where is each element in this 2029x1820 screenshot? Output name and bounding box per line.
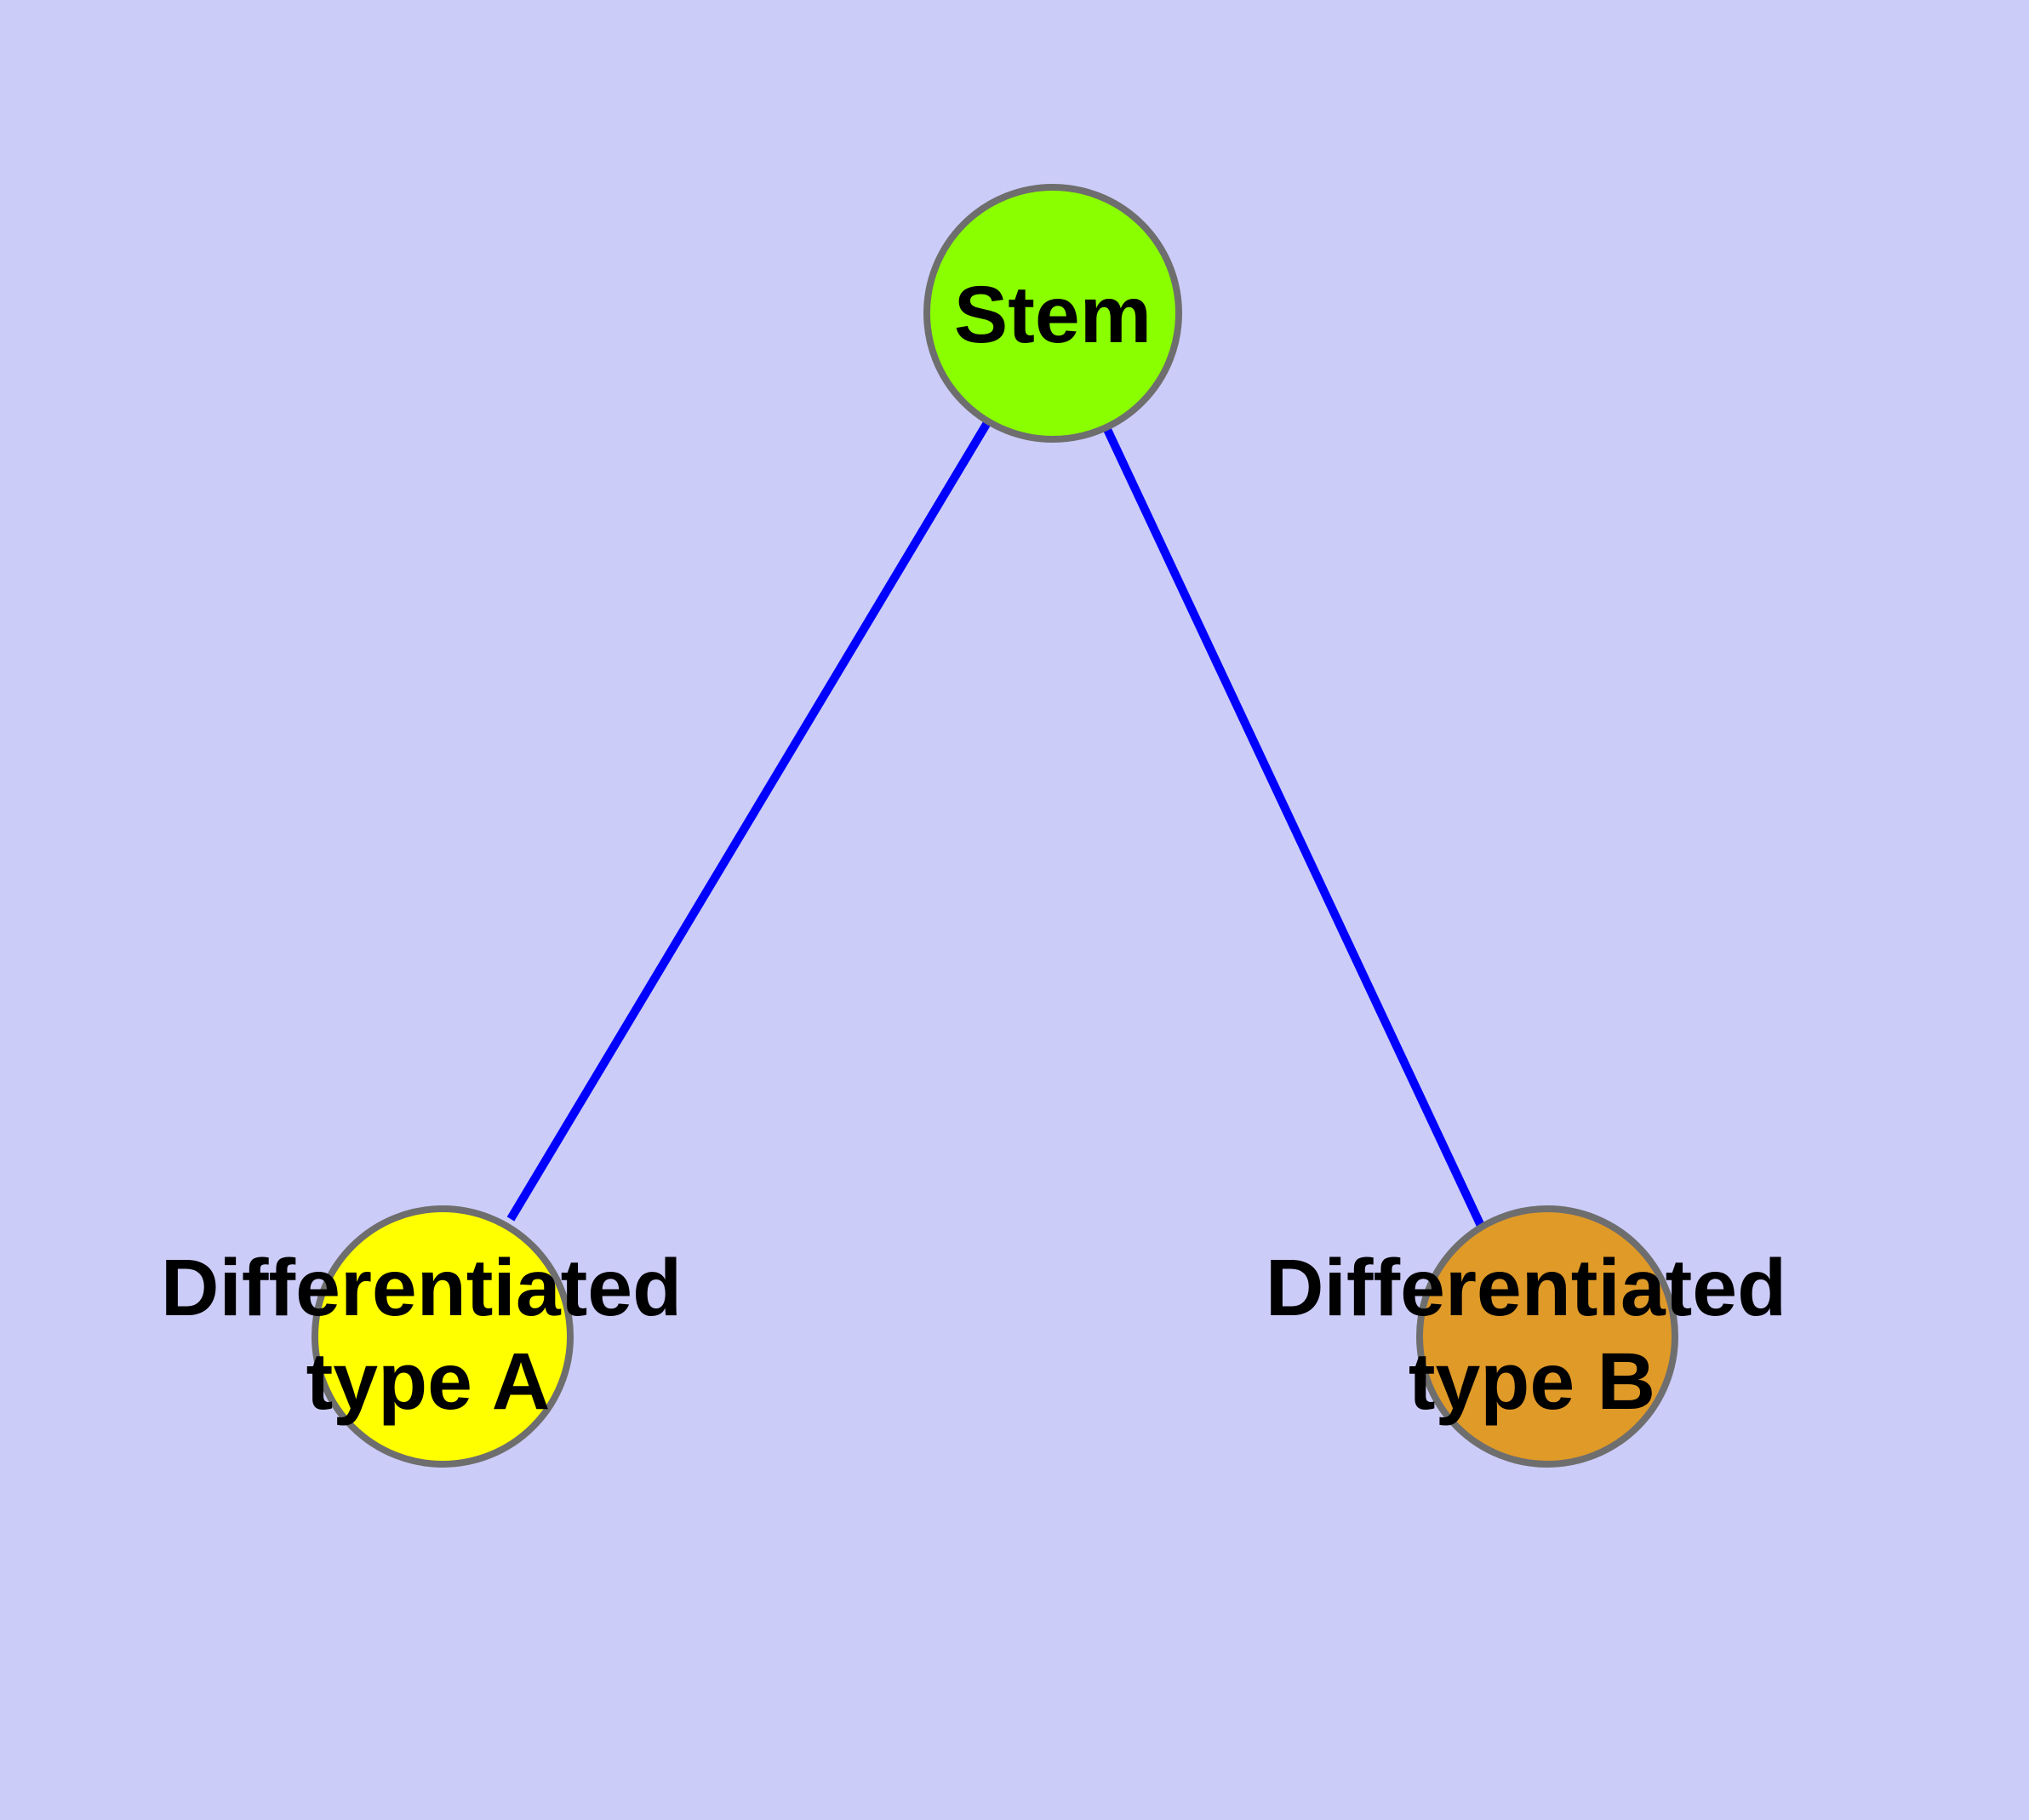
node-label-differentiated-type-a-line1: Differentiated — [161, 1243, 682, 1333]
edge-stem-to-differentiated-type-b[interactable] — [1049, 311, 1485, 1228]
node-differentiated-type-a[interactable] — [311, 1205, 574, 1468]
node-stem[interactable] — [923, 184, 1182, 443]
nodes-layer — [311, 184, 1678, 1468]
node-circle-differentiated-type-a[interactable] — [311, 1205, 574, 1468]
node-differentiated-type-b[interactable] — [1416, 1205, 1678, 1468]
node-label-stem: Stem — [954, 270, 1152, 360]
labels-layer: Stem Differentiated type A Differentiate… — [161, 270, 1786, 1427]
edge-stem-to-differentiated-type-a[interactable] — [506, 311, 1057, 1222]
node-label-differentiated-type-b-line1: Differentiated — [1266, 1243, 1786, 1333]
node-circle-stem[interactable] — [923, 184, 1182, 443]
node-label-differentiated-type-b-line2: type B — [1409, 1336, 1655, 1427]
node-circle-differentiated-type-b[interactable] — [1416, 1205, 1678, 1468]
edges-layer — [506, 311, 1485, 1228]
node-label-differentiated-type-a-line2: type A — [306, 1336, 551, 1427]
